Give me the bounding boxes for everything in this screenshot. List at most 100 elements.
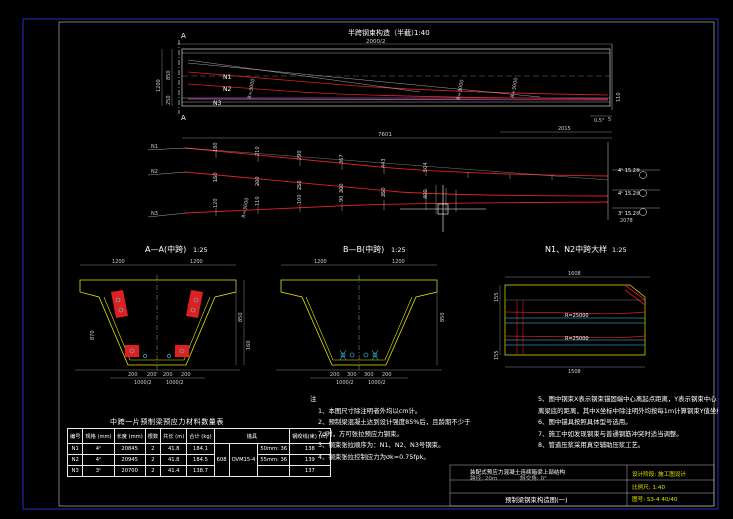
table-header-cell: 长度 (mm) [113, 428, 146, 444]
section-b-dim-b6: 1000/2 [368, 380, 386, 386]
note-line: 2、预制梁混凝土达到设计强度85%后，且龄期不少于 [318, 418, 471, 426]
plan-scale: 1:40 [414, 29, 430, 37]
table-cell: 55mm: 36 [257, 454, 291, 466]
svg-text:400: 400 [423, 189, 429, 199]
svg-text:350: 350 [381, 187, 387, 197]
table-cell: OVM15-4 [228, 443, 259, 477]
plan-angle: 0.5° [594, 118, 605, 124]
plan-label-n3: N3 [213, 100, 221, 107]
svg-text:870: 870 [90, 330, 96, 340]
profile-tag-n2: N2 [151, 169, 158, 175]
title-block-frame [449, 464, 715, 507]
svg-text:120: 120 [213, 198, 219, 208]
table-header-row: 编号 规格 (mm) 长度 (mm) 根数 共长 (m) 合计 (kg) 锚具 … [66, 428, 331, 444]
table-cell: N1 [66, 443, 84, 455]
table-cell: 2 [144, 443, 162, 455]
profile-end-tag-n1: 4ⁿ 15.2⑤ [618, 168, 640, 174]
svg-text:367: 367 [339, 154, 345, 164]
title-block-sheet: 图号: S3-4 40/40 [632, 497, 678, 503]
svg-text:850: 850 [166, 70, 172, 80]
section-b-dim-b3: 300 [364, 372, 374, 378]
section-b-dim-b5: 1000/2 [336, 380, 354, 386]
section-a-dim-b2: 200 [147, 372, 157, 378]
table-header-cell: 根数 [144, 428, 162, 444]
plan-label-n2: N2 [223, 86, 231, 93]
detail-dim-bottom: 1508 [568, 369, 581, 375]
table-cell: 2 [144, 454, 162, 466]
svg-text:850: 850 [238, 312, 244, 322]
tendon-n3-profile [184, 201, 609, 214]
section-b-dim-b4: 200 [382, 372, 392, 378]
table-cell: 20945 [113, 454, 146, 466]
section-b-b: B—B(中跨) 1:25 1200 1200 200 300 300 200 1… [276, 244, 446, 386]
plan-beam-outline [181, 48, 611, 107]
table-header-cell: 锚具 [213, 428, 291, 444]
detail-radius-1: R=25000 [565, 313, 589, 319]
table-header-cell: 合计 (kg) [186, 428, 215, 444]
table-cell: 138.7 [186, 465, 215, 477]
svg-text:250: 250 [166, 95, 172, 105]
plan-view: 半跨钢束构造（半截） 1:40 2000/2 A A R=3000 R=3000… [156, 28, 622, 133]
table-cell: 41.8 [160, 454, 188, 466]
plan-radius-2: R=3000 [456, 79, 465, 100]
n1-n2-detail: N1、N2中跨大样 1:25 1608 R=25000 R=25000 1508… [494, 244, 650, 375]
inner-frame [58, 21, 715, 507]
note-line: 6、图中锚具按照具体型号选用。 [538, 418, 632, 426]
svg-text:90: 90 [339, 196, 345, 202]
material-quantity-table: 编号 规格 (mm) 长度 (mm) 根数 共长 (m) 合计 (kg) 锚具 … [66, 428, 331, 477]
table-cell: 2 [144, 465, 162, 477]
note-line: 离梁底的距离，其中X坐标中除注明外均按每1m计算钢束Y值坐标。 [538, 406, 718, 415]
table-cell: 50mm: 36 [257, 443, 291, 455]
notes-left: 注 1、本图尺寸除注明者外均以cm计。 2、预制梁混凝土达到设计强度85%后，且… [310, 394, 518, 463]
section-a-title: A—A(中跨) [145, 244, 186, 254]
plan-radius-3: R=3000 [510, 77, 519, 98]
profile-tag-n1: N1 [151, 144, 158, 150]
svg-text:210: 210 [255, 146, 261, 156]
table-row: N1 4ⁿ 20845 2 41.8 184.1 608 OVM15-4 50m… [66, 443, 331, 477]
detail-radius-2: R=25000 [565, 336, 589, 342]
table-total-cell: 608 [213, 443, 230, 477]
table-header-cell: 编号 [66, 428, 84, 444]
note-line: 8、管道压浆采用真空辅助压浆工艺。 [538, 441, 645, 449]
table-title: 中跨一片预制梁预应力材料数量表 [110, 418, 224, 426]
plan-dim-5: 5 [608, 117, 611, 123]
section-marker-a-bottom: A [181, 114, 186, 122]
svg-text:160: 160 [246, 340, 252, 350]
plan-radius-1: R=3000 [247, 78, 256, 99]
section-a-dim-b3: 200 [163, 372, 173, 378]
section-b-dim-right: 1200 [392, 259, 405, 265]
svg-text:100: 100 [297, 194, 303, 204]
svg-text:443: 443 [381, 158, 387, 168]
tendon-n2-profile [184, 171, 609, 197]
svg-text:250: 250 [297, 180, 303, 190]
table-cell [257, 465, 291, 477]
section-a-dim-b6: 1000/2 [166, 380, 184, 386]
section-a-a: A—A(中跨) 1:25 1200 1200 200 200 200 200 1… [75, 244, 252, 386]
title-block-design: 设计阶段: 施工图设计 [632, 472, 687, 478]
svg-text:180: 180 [213, 142, 219, 152]
svg-text:110: 110 [616, 92, 622, 102]
section-a-dim-left: 1200 [112, 259, 125, 265]
detail-title: N1、N2中跨大样 [545, 244, 607, 254]
section-b-dim-left: 1200 [314, 259, 327, 265]
svg-text:200: 200 [255, 176, 261, 186]
section-b-dim-b2: 300 [347, 372, 357, 378]
svg-text:504: 504 [423, 162, 429, 172]
notes-heading: 注 [310, 395, 317, 403]
svg-text:150: 150 [213, 172, 219, 182]
table-cell: 184.5 [186, 454, 215, 466]
table-cell: 137 [289, 465, 331, 477]
outer-frame [22, 18, 719, 510]
plan-label-n1: N1 [223, 74, 231, 81]
note-line: 7、施工中如发现钢束与普通钢筋冲突时适当调整。 [538, 429, 683, 438]
table-cell: 41.8 [160, 443, 188, 455]
table-cell: N2 [66, 454, 84, 466]
note-line: 5、图中钢束X表示钢束锚固端中心离起点距离，Y表示钢束中心 [538, 395, 717, 403]
section-a-scale: 1:25 [193, 246, 208, 254]
profile-end-tag-n2: 4ⁿ 15.2② [618, 191, 641, 197]
title-block-span: 跨径: 20m [470, 476, 498, 482]
svg-text:290: 290 [297, 150, 303, 160]
tendon-n1-profile [184, 147, 609, 177]
title-block-project: 装配式预应力混凝土连续箱梁上部结构 [470, 470, 566, 476]
cursor-crosshair [400, 185, 486, 232]
